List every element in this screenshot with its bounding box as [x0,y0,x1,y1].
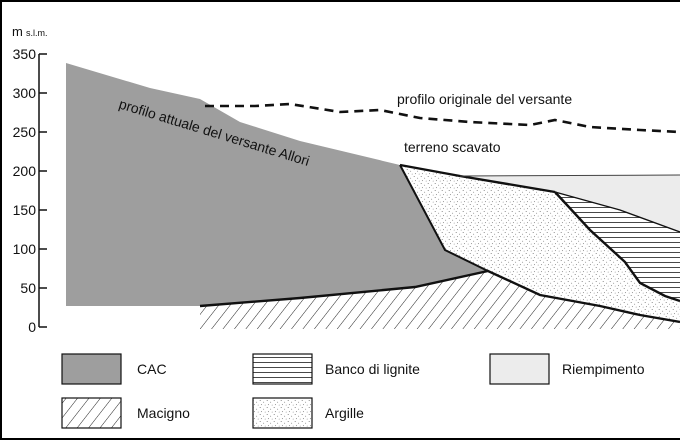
legend-item-fill: Riempimento [489,353,645,385]
lignite-layer [555,192,680,301]
legend-swatch-lignite [252,353,313,385]
legend-swatch-argille [252,397,313,429]
y-axis: m s.l.m. 350 300 250 200 150 100 50 0 [12,24,48,335]
legend-swatch-fill [489,353,550,385]
legend-label-argille: Argille [325,405,364,421]
contact-line-macigno [199,269,680,324]
legend-label-lignite: Banco di lignite [325,361,420,377]
y-axis-unit-sub: s.l.m. [26,28,48,38]
label-excavated: terreno scavato [404,139,501,155]
y-tick-label: 250 [13,124,37,140]
legend-swatch-macigno [61,397,122,429]
y-axis-unit: m [12,24,23,39]
y-tick-label: 150 [13,202,37,218]
legend-label-macigno: Macigno [137,405,190,421]
contact-line-lignite-west [554,191,680,303]
contact-line-cac-argille [399,164,489,272]
legend-item-macigno: Macigno [61,397,190,429]
label-original-profile: profilo originale del versante [397,91,572,107]
macigno-layer [200,271,680,329]
legend-label-cac: CAC [137,361,167,377]
legend-item-cac: CAC [61,353,167,385]
y-tick-label: 0 [28,319,36,335]
fill-surface-line [459,174,680,177]
y-tick-label: 350 [13,46,37,62]
legend-item-argille: Argille [252,397,364,429]
geology-layers [66,63,680,329]
legend-label-fill: Riempimento [562,361,645,377]
cac-layer [66,63,488,306]
legend-swatch-cac [61,353,122,385]
legend: CAC Banco di lignite Riempimento Macigno… [61,353,645,429]
legend-item-lignite: Banco di lignite [252,353,420,385]
contact-line-lignite-top [554,191,680,233]
riempimento-layer [400,165,680,232]
y-tick-label: 200 [13,163,37,179]
y-axis-ticks: 350 300 250 200 150 100 50 0 [13,46,47,335]
argille-layer [400,165,680,322]
y-tick-label: 100 [13,241,37,257]
original-profile-line [205,102,680,134]
y-tick-label: 300 [13,85,37,101]
y-tick-label: 50 [20,280,36,296]
